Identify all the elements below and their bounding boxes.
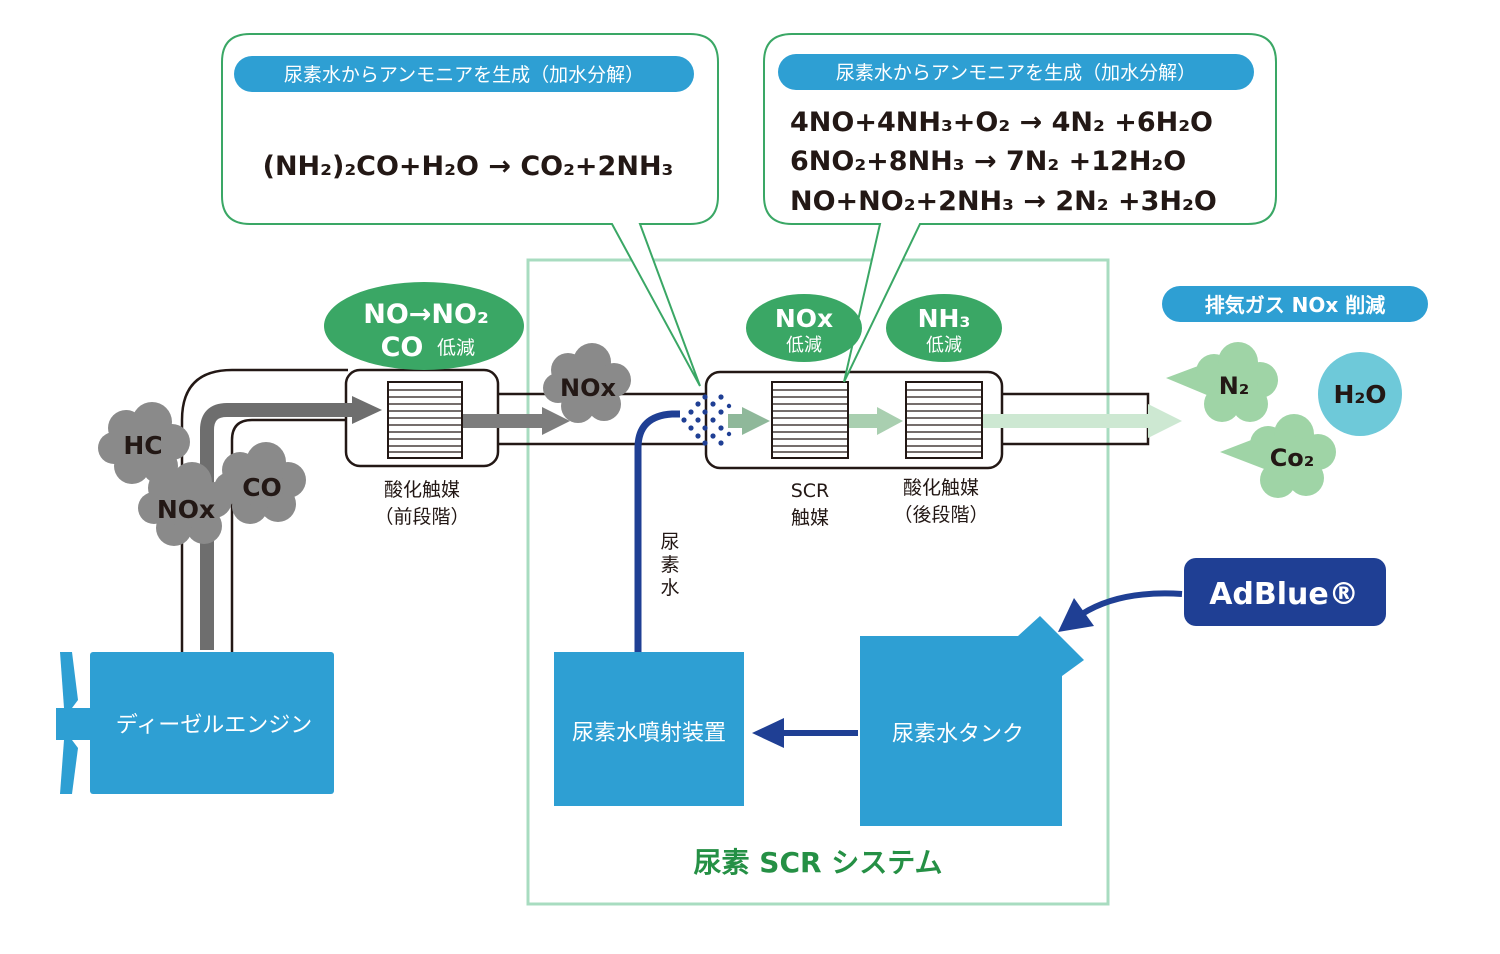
flow-arrowhead-5 xyxy=(1148,404,1182,438)
svg-text:素: 素 xyxy=(660,554,679,576)
hydrolysis-callout-header-text: 尿素水からアンモニアを生成（加水分解） xyxy=(284,64,644,86)
svg-text:酸化触媒: 酸化触媒 xyxy=(903,477,979,499)
h2o-label: H₂O xyxy=(1333,380,1386,409)
flow-arrowhead-1 xyxy=(352,396,382,424)
scr-badge-sub: 低減 xyxy=(786,335,822,356)
scr-catalyst-label: SCR 触媒 xyxy=(791,480,830,529)
adblue-badge xyxy=(1184,558,1386,626)
hc-label: HC xyxy=(123,431,162,460)
nox-pipe-cloud xyxy=(543,343,631,423)
rear-catalyst-label: 酸化触媒 （後段階） xyxy=(893,477,988,526)
urea-tank-box xyxy=(860,616,1084,826)
urea-injector-box xyxy=(554,652,744,806)
scr-badge-main: NOx xyxy=(775,304,833,333)
pre-catalyst-badge-line2-main: CO xyxy=(381,332,424,363)
scr-badge xyxy=(746,294,862,362)
n2-label: N₂ xyxy=(1219,372,1250,400)
svg-text:尿: 尿 xyxy=(660,531,679,553)
urea-spray-icon xyxy=(681,394,732,446)
exhaust-pipe xyxy=(180,368,1150,655)
post-catalyst-badge xyxy=(886,294,1002,362)
adblue-to-tank-arrow xyxy=(1080,590,1183,617)
scr-equation-2: 6NO₂+8NH₃ → 7N₂ +12H₂O xyxy=(790,146,1186,177)
diesel-engine-box xyxy=(90,652,334,794)
h2o-circle xyxy=(1318,352,1402,436)
hydrolysis-callout xyxy=(221,33,719,387)
flow-arrowhead-3 xyxy=(742,407,770,435)
urea-supply-line xyxy=(634,410,680,652)
co-cloud xyxy=(214,442,306,524)
pre-catalyst-badge-line2-sub: 低減 xyxy=(437,337,475,359)
flow-arrowhead-2 xyxy=(542,407,570,435)
front-oxidation-catalyst-grid xyxy=(387,381,463,459)
hc-cloud xyxy=(98,402,190,484)
pre-catalyst-badge xyxy=(324,282,524,370)
post-catalyst-badge-main: NH₃ xyxy=(918,304,971,333)
svg-text:（後段階）: （後段階） xyxy=(893,504,988,526)
adblue-label: AdBlue® xyxy=(1209,577,1359,612)
svg-text:酸化触媒: 酸化触媒 xyxy=(384,479,460,501)
n2-cloud xyxy=(1196,342,1278,422)
urea-injector-label: 尿素水噴射装置 xyxy=(572,721,726,746)
svg-text:SCR: SCR xyxy=(791,480,830,502)
scr-system-panel xyxy=(526,258,1110,906)
rear-oxidation-catalyst-grid xyxy=(905,381,983,459)
svg-text:触媒: 触媒 xyxy=(791,507,829,529)
scr-reaction-callout xyxy=(763,33,1277,383)
post-catalyst-badge-sub: 低減 xyxy=(926,335,962,356)
exhaust-reduction-text: 排気ガス NOx 削減 xyxy=(1205,293,1386,317)
scr-equation-3: NO+NO₂+2NH₃ → 2N₂ +3H₂O xyxy=(790,186,1217,217)
hydrolysis-equation: (NH₂)₂CO+H₂O → CO₂+2NH₃ xyxy=(263,151,674,182)
co-label: CO xyxy=(242,473,282,502)
urea-tank-label: 尿素水タンク xyxy=(892,722,1024,747)
engine-fan-icon xyxy=(56,652,92,794)
svg-text:水: 水 xyxy=(660,577,679,599)
hydrolysis-callout-header xyxy=(234,56,694,92)
flow-arrow-engine xyxy=(200,403,355,650)
tank-to-injector-arrowhead xyxy=(752,718,784,748)
system-title: 尿素 SCR システム xyxy=(694,846,943,879)
scr-catalyst-grid xyxy=(771,381,849,459)
adblue-to-tank-arrowhead xyxy=(1058,598,1094,632)
nox-engine-label: NOx xyxy=(157,495,215,524)
co2-cloud xyxy=(1250,414,1336,498)
scr-reaction-callout-header xyxy=(778,54,1254,90)
pre-catalyst-badge-line1: NO→NO₂ xyxy=(363,299,489,330)
nox-engine-cloud xyxy=(138,462,232,546)
nox-pipe-label: NOx xyxy=(560,374,616,402)
svg-text:（前段階）: （前段階） xyxy=(374,506,469,528)
scr-reaction-callout-header-text: 尿素水からアンモニアを生成（加水分解） xyxy=(836,62,1196,84)
co2-label: Co₂ xyxy=(1270,444,1315,472)
flow-arrowhead-4 xyxy=(877,407,903,435)
front-catalyst-label: 酸化触媒 （前段階） xyxy=(374,479,469,528)
scr-equation-1: 4NO+4NH₃+O₂ → 4N₂ +6H₂O xyxy=(790,107,1213,138)
diesel-engine-label: ディーゼルエンジン xyxy=(116,713,312,738)
exhaust-reduction-badge xyxy=(1162,286,1428,322)
urea-water-vertical-label: 尿 素 水 xyxy=(660,531,679,599)
